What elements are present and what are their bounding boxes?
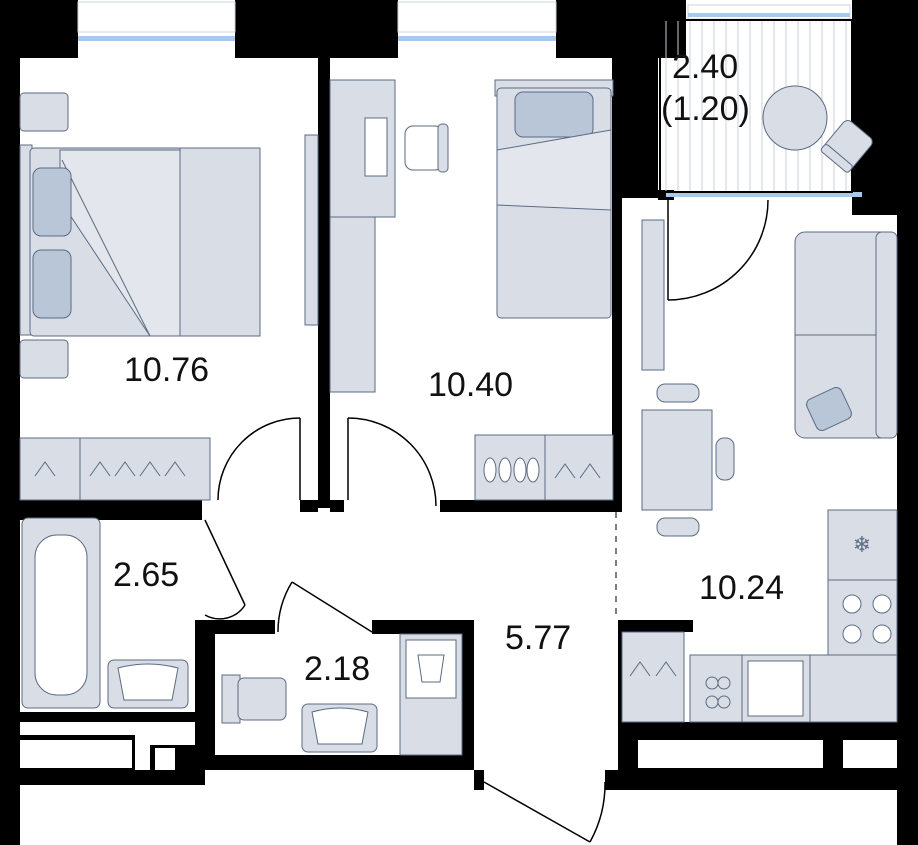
sink-icon	[301, 703, 378, 753]
entrance-door	[483, 781, 606, 843]
area-label-balcony-reduced: (1.20)	[661, 90, 750, 128]
wardrobe-icon	[621, 631, 685, 723]
door-swing	[667, 199, 769, 301]
area-label-bathroom: 2.65	[113, 556, 180, 594]
area-label-living-kitchen: 10.24	[699, 569, 785, 607]
chair-icon	[820, 120, 873, 173]
kitchen-counter	[689, 654, 898, 723]
bathtub-icon	[21, 517, 101, 709]
area-label-hallway: 5.77	[505, 619, 572, 657]
door-swing	[204, 519, 246, 620]
windows	[77, 1, 862, 197]
wardrobe-icon	[474, 434, 614, 501]
balcony-table-icon	[762, 85, 828, 151]
wall-cutouts	[20, 740, 895, 770]
chair-icon	[404, 123, 449, 173]
toilet-icon	[221, 674, 287, 724]
bed-icon	[19, 92, 261, 379]
wardrobe-icon	[19, 437, 211, 501]
sofa-icon	[794, 231, 898, 439]
area-label-toilet: 2.18	[304, 650, 371, 688]
kitchen-sink-icon	[747, 660, 804, 717]
area-label-balcony: 2.40	[672, 48, 739, 86]
desk-icon	[329, 79, 396, 393]
svg-text:❄: ❄	[853, 533, 871, 558]
area-label-bedroom-small: 10.40	[428, 366, 514, 404]
sink-icon	[107, 659, 189, 709]
door-swing	[277, 581, 373, 633]
fridge-icon: ❄	[827, 509, 898, 581]
washing-machine-icon	[399, 633, 463, 756]
area-label-bedroom-large: 10.76	[124, 351, 210, 389]
balcony	[659, 19, 873, 193]
tv-icon	[304, 134, 319, 326]
tv-icon	[641, 219, 665, 371]
door-swing	[217, 417, 437, 507]
dining-table-icon	[641, 383, 735, 537]
bed-icon	[494, 79, 614, 319]
stove-icon	[827, 579, 898, 656]
